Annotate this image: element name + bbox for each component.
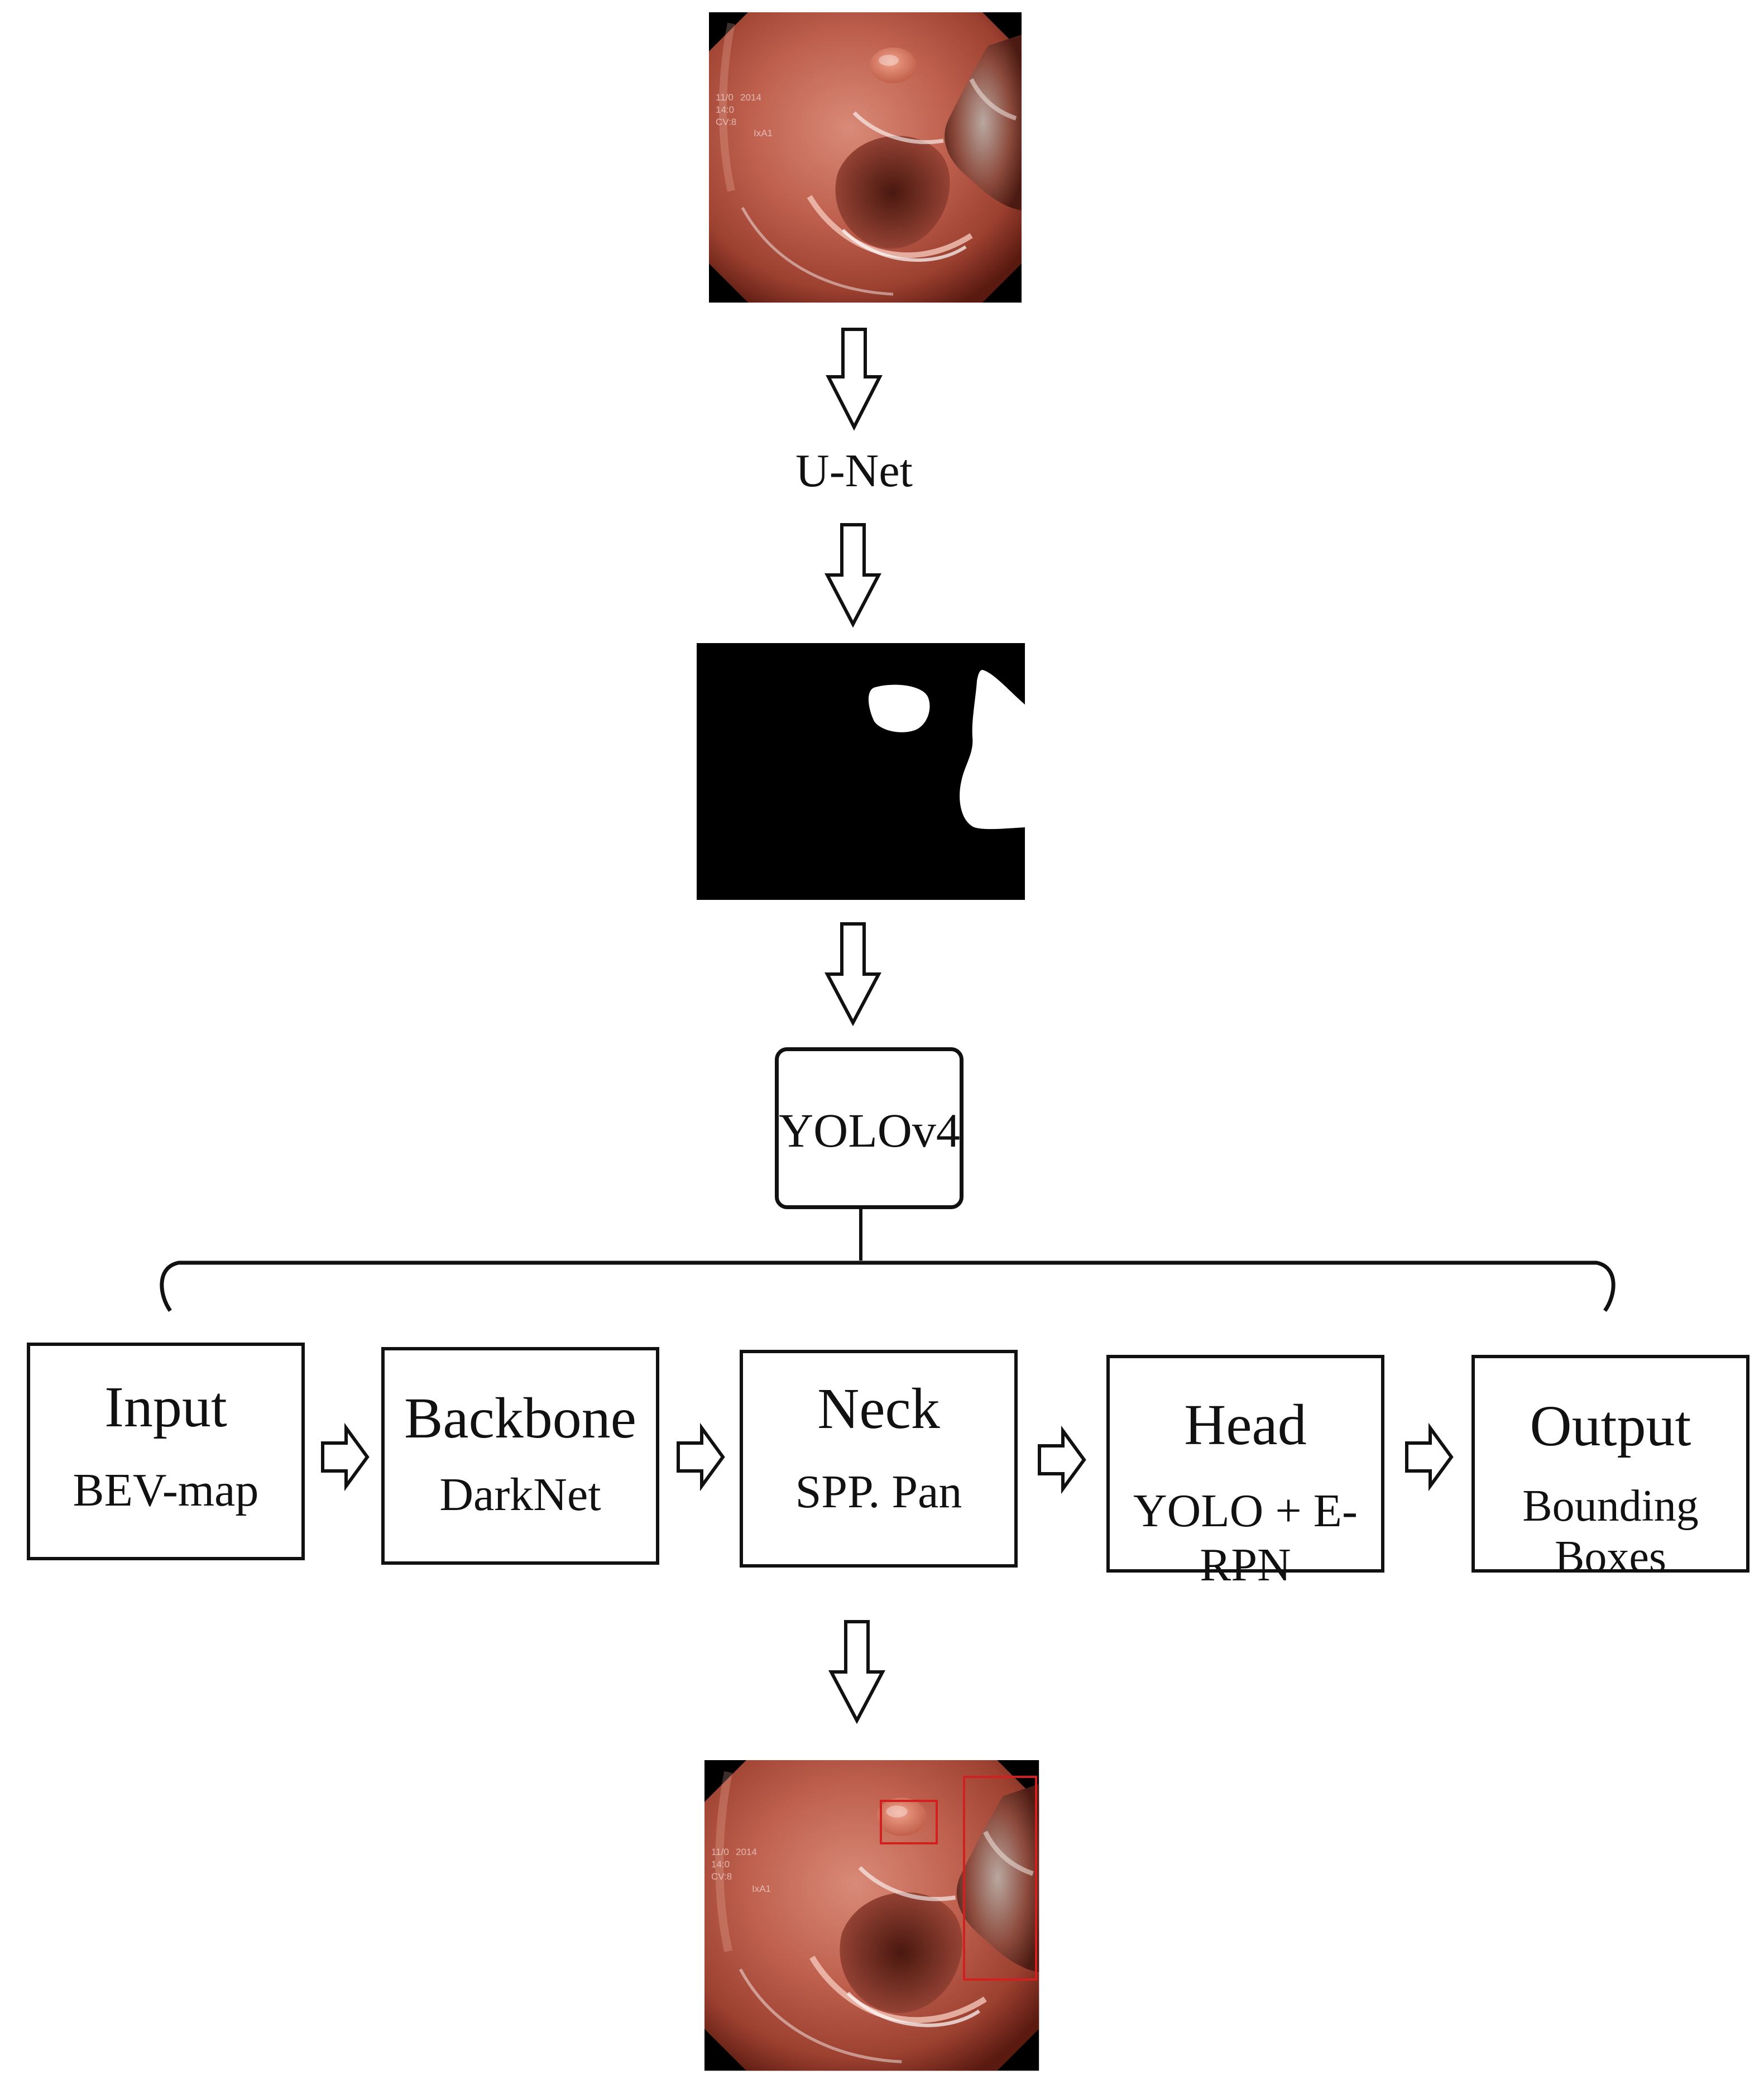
overlay-date: 11/0: [711, 1847, 729, 1857]
stage-neck-subtitle: SPP. Pan: [795, 1466, 962, 1518]
yolov4-box: YOLOv4: [775, 1047, 964, 1209]
right-arrow-1: [321, 1422, 370, 1492]
stage-bracket: [160, 1261, 1616, 1312]
stage-head-title: Head: [1184, 1393, 1307, 1457]
stage-backbone-subtitle: DarkNet: [439, 1469, 601, 1521]
overlay-cv: CV:8: [716, 117, 736, 127]
output-endoscopy-image: 11/0 2014 14:0 CV:8 IxA1: [704, 1760, 1039, 2071]
stage-head-box: Head YOLO + E-RPN: [1106, 1355, 1384, 1591]
detection-box-mass: [963, 1776, 1037, 1981]
overlay-date: 11/0: [716, 92, 734, 103]
overlay-time: 14:0: [711, 1859, 730, 1870]
yolov4-label: YOLOv4: [779, 1104, 960, 1157]
stage-input-subtitle: BEV-map: [73, 1464, 259, 1516]
input-endoscopy-image: 11/0 2014 14:0 CV:8 IxA1: [709, 12, 1022, 303]
down-arrow-3: [825, 922, 881, 1027]
stage-output-box: Output Bounding Boxes: [1471, 1355, 1749, 1581]
overlay-cv: CV:8: [711, 1871, 732, 1882]
overlay-year: 2014: [736, 1847, 757, 1857]
overlay-ix: IxA1: [754, 128, 773, 138]
stage-input-box: Input BEV-map: [27, 1343, 305, 1560]
right-arrow-3: [1038, 1425, 1086, 1494]
unet-label: U-Net: [795, 445, 913, 497]
overlay-time: 14:0: [716, 104, 734, 115]
right-arrow-2: [677, 1422, 725, 1492]
overlay-ix: IxA1: [752, 1883, 771, 1894]
stage-head-subtitle: YOLO + E-RPN: [1133, 1485, 1358, 1591]
stage-backbone-title: Backbone: [404, 1386, 636, 1450]
right-arrow-4: [1405, 1422, 1454, 1492]
stage-output-subtitle: Bounding Boxes: [1522, 1482, 1699, 1581]
stage-neck-box: Neck SPP. Pan: [740, 1350, 1018, 1568]
down-arrow-2: [825, 523, 881, 628]
stage-input-title: Input: [104, 1375, 227, 1439]
down-arrow-4: [828, 1620, 885, 1724]
detection-box-polyp: [880, 1800, 938, 1844]
segmentation-mask-image: [697, 643, 1025, 900]
stage-backbone-box: Backbone DarkNet: [381, 1347, 659, 1565]
overlay-year: 2014: [740, 92, 761, 103]
stage-neck-title: Neck: [817, 1377, 940, 1441]
stage-output-title: Output: [1530, 1394, 1691, 1458]
down-arrow-1: [826, 328, 883, 431]
